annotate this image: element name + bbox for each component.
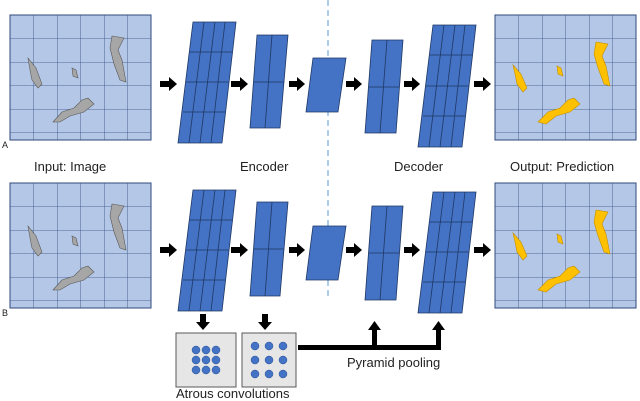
arrow-right-icon — [346, 77, 362, 91]
row-b-arrows — [160, 243, 491, 257]
row-b-encoder-block-1 — [177, 189, 237, 312]
arrow-right-icon — [404, 77, 420, 91]
arrow-right-icon — [231, 243, 248, 257]
row-b-input-image — [9, 182, 152, 309]
arrow-right-icon — [289, 77, 305, 91]
row-b-encoder-block-2 — [249, 201, 289, 297]
row-label-a: A — [2, 140, 9, 150]
row-a-encoder-block-2 — [249, 34, 289, 129]
row-b-output-prediction — [494, 182, 637, 309]
row-a-decoder-block-1 — [364, 39, 404, 134]
arrow-right-icon — [474, 243, 491, 257]
arrow-right-icon — [404, 243, 420, 257]
caption-encoder: Encoder — [240, 159, 289, 174]
pyramid-pooling-connector — [298, 321, 445, 350]
caption-decoder: Decoder — [394, 159, 444, 174]
arrow-right-icon — [160, 243, 177, 257]
pyramid-pooling-label: Pyramid pooling — [347, 355, 441, 370]
atrous-kernel-dense — [175, 332, 237, 388]
caption-output: Output: Prediction — [510, 159, 615, 174]
row-b-decoder-block-1 — [364, 205, 404, 301]
arrow-down-icon — [258, 314, 272, 330]
arrow-right-icon — [231, 77, 248, 91]
row-a-decoder-block-2 — [417, 24, 477, 148]
arrow-right-icon — [474, 77, 491, 91]
arrow-down-icon — [196, 314, 210, 330]
row-b-bottleneck — [305, 225, 347, 281]
row-a-arrows — [160, 77, 491, 91]
caption-input: Input: Image — [34, 159, 107, 174]
arrow-right-icon — [346, 243, 362, 257]
row-a-input-image — [9, 14, 152, 141]
row-b-decoder-block-2 — [417, 191, 477, 314]
arrow-right-icon — [289, 243, 305, 257]
atrous-down-arrows — [196, 314, 272, 330]
kernel-dots — [250, 341, 288, 379]
row-label-b: B — [2, 308, 9, 318]
kernel-dots — [191, 345, 221, 375]
row-a-bottleneck — [305, 57, 347, 113]
arrow-right-icon — [160, 77, 177, 91]
atrous-convolutions-label: Atrous convolutions — [176, 386, 290, 401]
atrous-kernel-dilated — [241, 332, 297, 388]
row-a-encoder-block-1 — [177, 21, 237, 144]
row-a-output-prediction — [494, 14, 637, 141]
